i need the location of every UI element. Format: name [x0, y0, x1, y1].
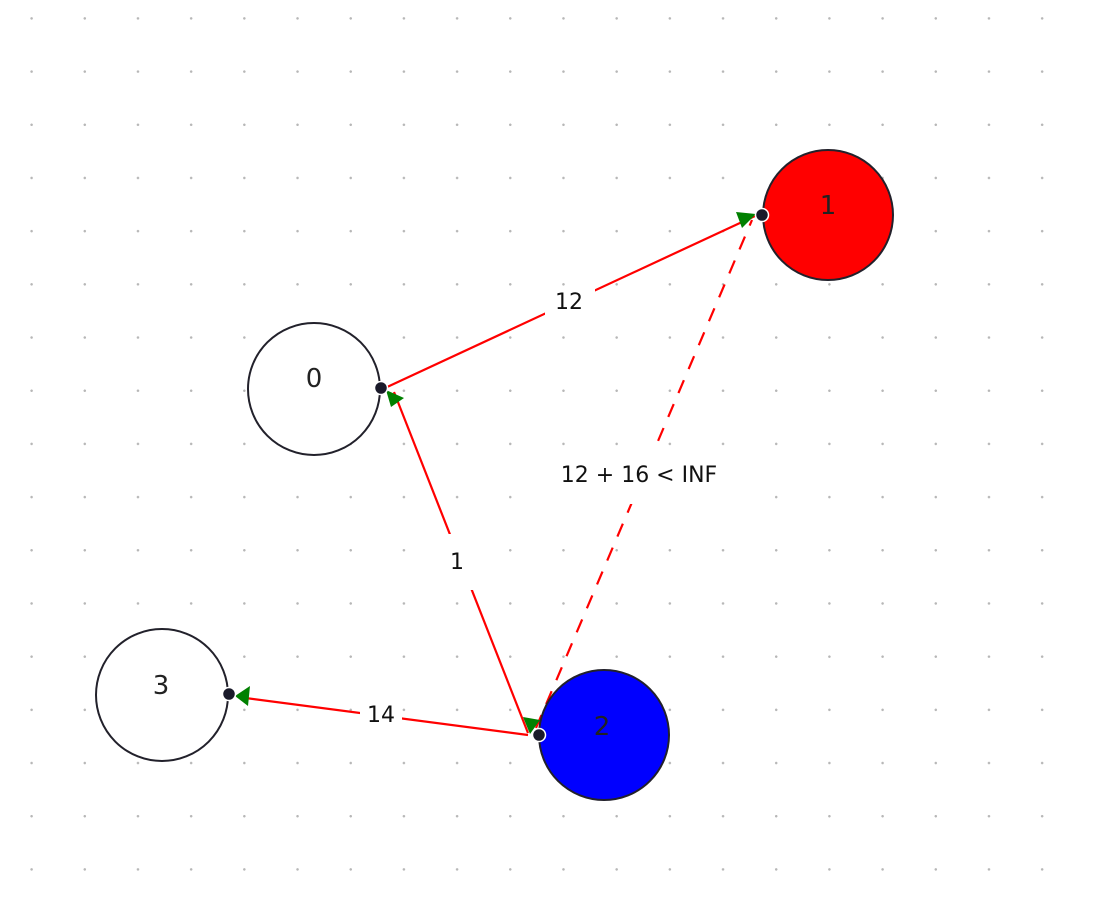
- edge-labels: 12 1 14 12 + 16 < INF: [360, 286, 728, 728]
- node-2[interactable]: 2: [538, 669, 670, 801]
- edge-label-2-0: 1: [450, 550, 464, 575]
- arrowhead-0-1: [736, 212, 756, 228]
- arrowhead-2-0: [386, 390, 404, 407]
- node-1[interactable]: 1: [762, 149, 894, 281]
- ports: [221, 207, 770, 743]
- edge-label-0-1: 12: [555, 290, 583, 315]
- edge-label-2-3: 14: [367, 703, 395, 728]
- port-node-3[interactable]: [221, 686, 237, 702]
- node-label-0: 0: [306, 364, 323, 394]
- arrowhead-2-3: [235, 686, 250, 706]
- port-node-2[interactable]: [531, 727, 547, 743]
- nodes: 0 1 2 3: [95, 149, 894, 801]
- node-label-2: 2: [594, 712, 611, 742]
- node-label-3: 3: [153, 671, 170, 701]
- relaxation-label: 12 + 16 < INF: [561, 463, 717, 488]
- node-0[interactable]: 0: [247, 322, 381, 456]
- node-label-1: 1: [820, 191, 837, 221]
- port-node-1[interactable]: [754, 207, 770, 223]
- node-3[interactable]: 3: [95, 628, 229, 762]
- arrowhead-2-1: [523, 717, 540, 734]
- arrowheads: [235, 212, 756, 734]
- port-node-0[interactable]: [373, 380, 389, 396]
